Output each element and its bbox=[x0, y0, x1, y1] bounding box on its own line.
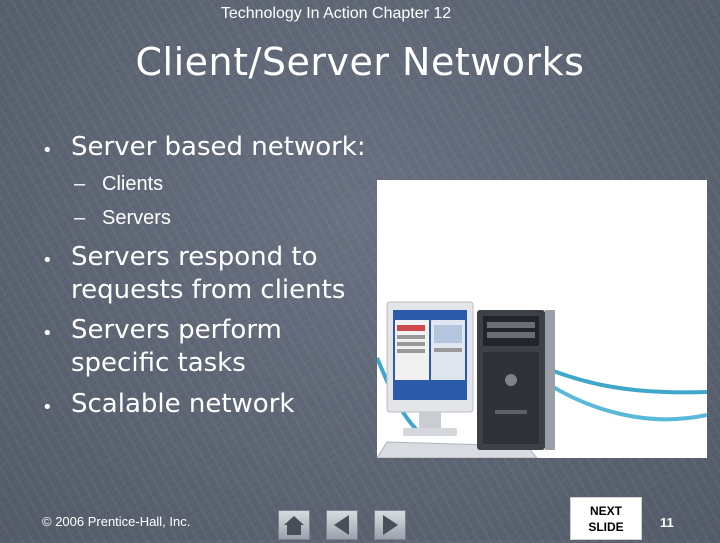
bullet-dot: • bbox=[42, 397, 53, 418]
bullet-text: Server based network: bbox=[71, 132, 366, 162]
bullet-text-line2: specific tasks bbox=[71, 348, 246, 378]
bullet-servers-perform: • Servers perform specific tasks bbox=[42, 314, 282, 380]
home-icon bbox=[284, 516, 304, 535]
next-slide-button[interactable]: NEXT SLIDE bbox=[570, 497, 642, 540]
bullet-text-line1: Servers respond to bbox=[71, 242, 318, 272]
course-header: Technology In Action Chapter 12 bbox=[220, 5, 452, 22]
bullet-text-line2: requests from clients bbox=[71, 275, 346, 305]
dash-glyph: – bbox=[74, 207, 86, 229]
sub-bullet-text: Clients bbox=[102, 173, 164, 195]
copyright-text: © 2006 Prentice-Hall, Inc. bbox=[42, 514, 191, 529]
next-slide-label-line2: SLIDE bbox=[588, 520, 624, 534]
bullet-text: Scalable network bbox=[71, 389, 295, 419]
sub-bullet-servers: –Servers bbox=[74, 206, 171, 230]
next-slide-label-line1: NEXT bbox=[589, 504, 622, 518]
slide-title: Client/Server Networks bbox=[135, 40, 585, 84]
bullet-servers-respond: • Servers respond to requests from clien… bbox=[42, 241, 345, 307]
bullet-dot: • bbox=[42, 250, 53, 271]
bullet-text-line1: Servers perform bbox=[71, 315, 282, 345]
home-button[interactable] bbox=[278, 510, 310, 540]
triangle-right-icon bbox=[383, 515, 398, 535]
triangle-left-icon bbox=[334, 515, 349, 535]
back-button[interactable] bbox=[326, 510, 358, 540]
sub-bullet-text: Servers bbox=[102, 207, 171, 229]
forward-button[interactable] bbox=[374, 510, 406, 540]
bullet-scalable: • Scalable network bbox=[42, 388, 294, 421]
computer-photo bbox=[377, 180, 707, 458]
sub-bullet-clients: –Clients bbox=[74, 172, 163, 196]
dash-glyph: – bbox=[74, 173, 86, 195]
page-number: 11 bbox=[660, 515, 674, 530]
bullet-dot: • bbox=[42, 140, 53, 161]
desktop-computer-icon bbox=[377, 301, 707, 458]
bullet-dot: • bbox=[42, 323, 53, 344]
bullet-server-based: • Server based network: bbox=[42, 131, 366, 164]
